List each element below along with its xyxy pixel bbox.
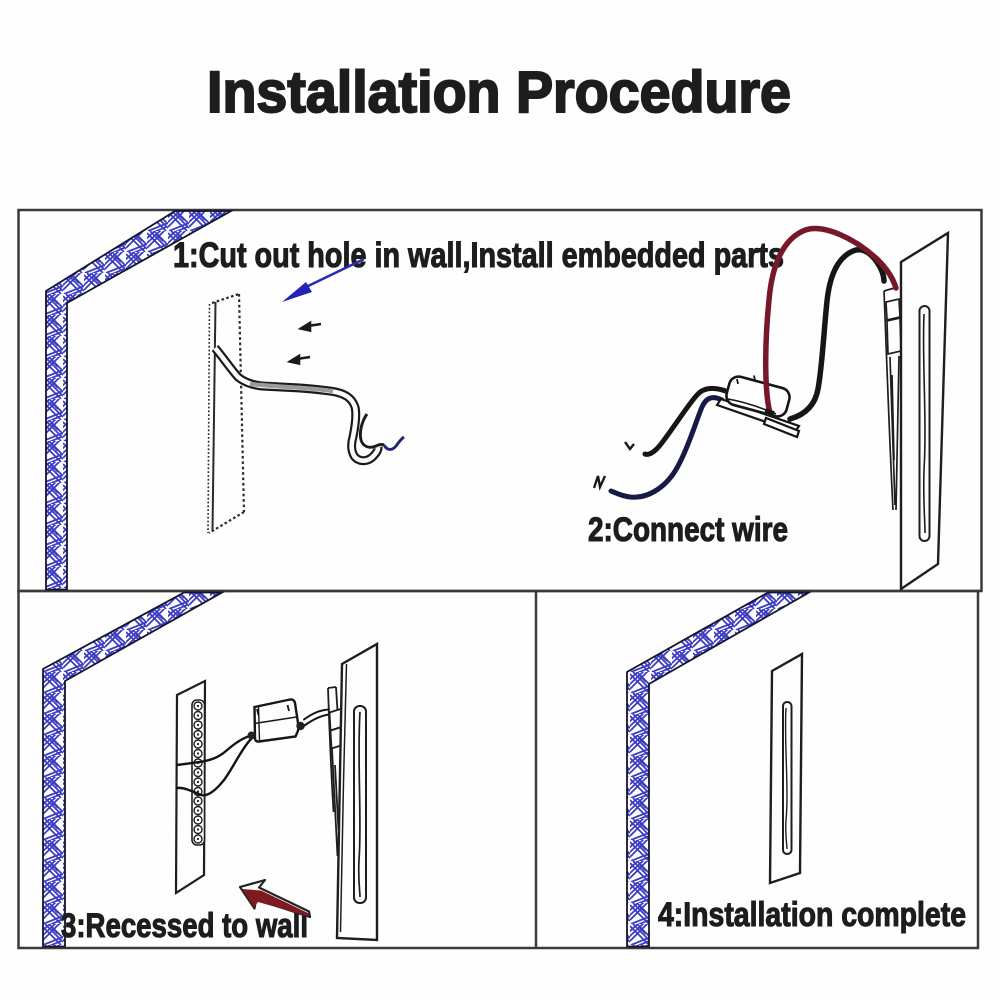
svg-text:1:Cut out hole in wall,Install: 1:Cut out hole in wall,Install embedded … (173, 236, 784, 275)
svg-text:4:Installation complete: 4:Installation complete (658, 896, 966, 934)
svg-text:3:Recessed to wall: 3:Recessed to wall (61, 907, 308, 945)
svg-text:Installation Procedure: Installation Procedure (207, 60, 791, 125)
svg-text:2:Connect wire: 2:Connect wire (588, 511, 788, 549)
